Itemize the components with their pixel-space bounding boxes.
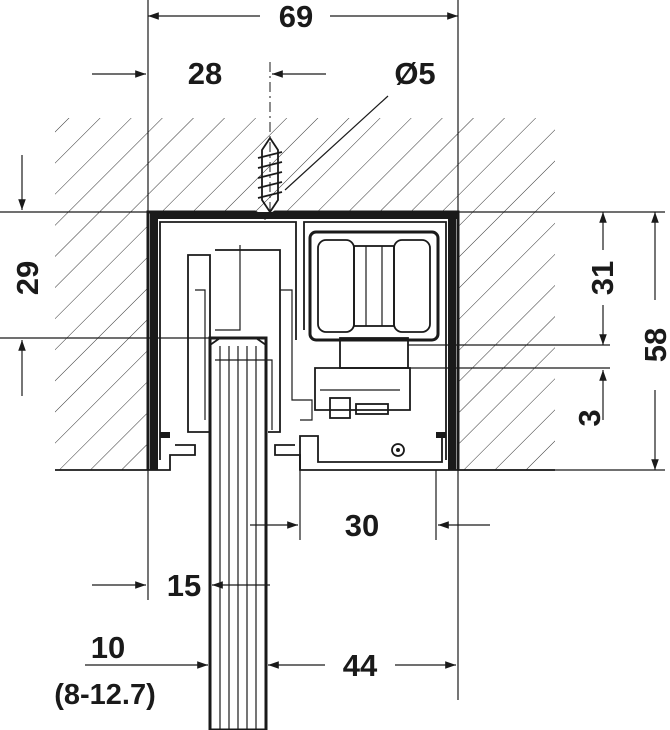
dim-panel-thickness-range: (8-12.7) — [54, 679, 156, 711]
dim-left-offset: 28 — [188, 56, 222, 91]
extension-lines — [0, 0, 665, 700]
dim-screw-diameter: Ø5 — [394, 56, 435, 91]
ceiling-hatching — [55, 118, 555, 471]
dim-panel-offset: 15 — [167, 568, 201, 603]
dim-height-inner: 31 — [585, 261, 620, 295]
door-panel — [208, 336, 268, 730]
dim-height-left: 29 — [10, 261, 45, 295]
roller-carriage — [308, 230, 440, 419]
dim-gap-small: 3 — [572, 409, 607, 426]
dim-right-offset: 44 — [343, 648, 378, 683]
dim-overall-width: 69 — [279, 0, 313, 34]
dim-panel-thickness: 10 — [91, 630, 125, 665]
hanger-bracket — [187, 245, 313, 433]
dimension-lines — [18, 12, 659, 669]
dim-height-total: 58 — [638, 328, 670, 362]
dim-width-inner: 30 — [345, 508, 379, 543]
